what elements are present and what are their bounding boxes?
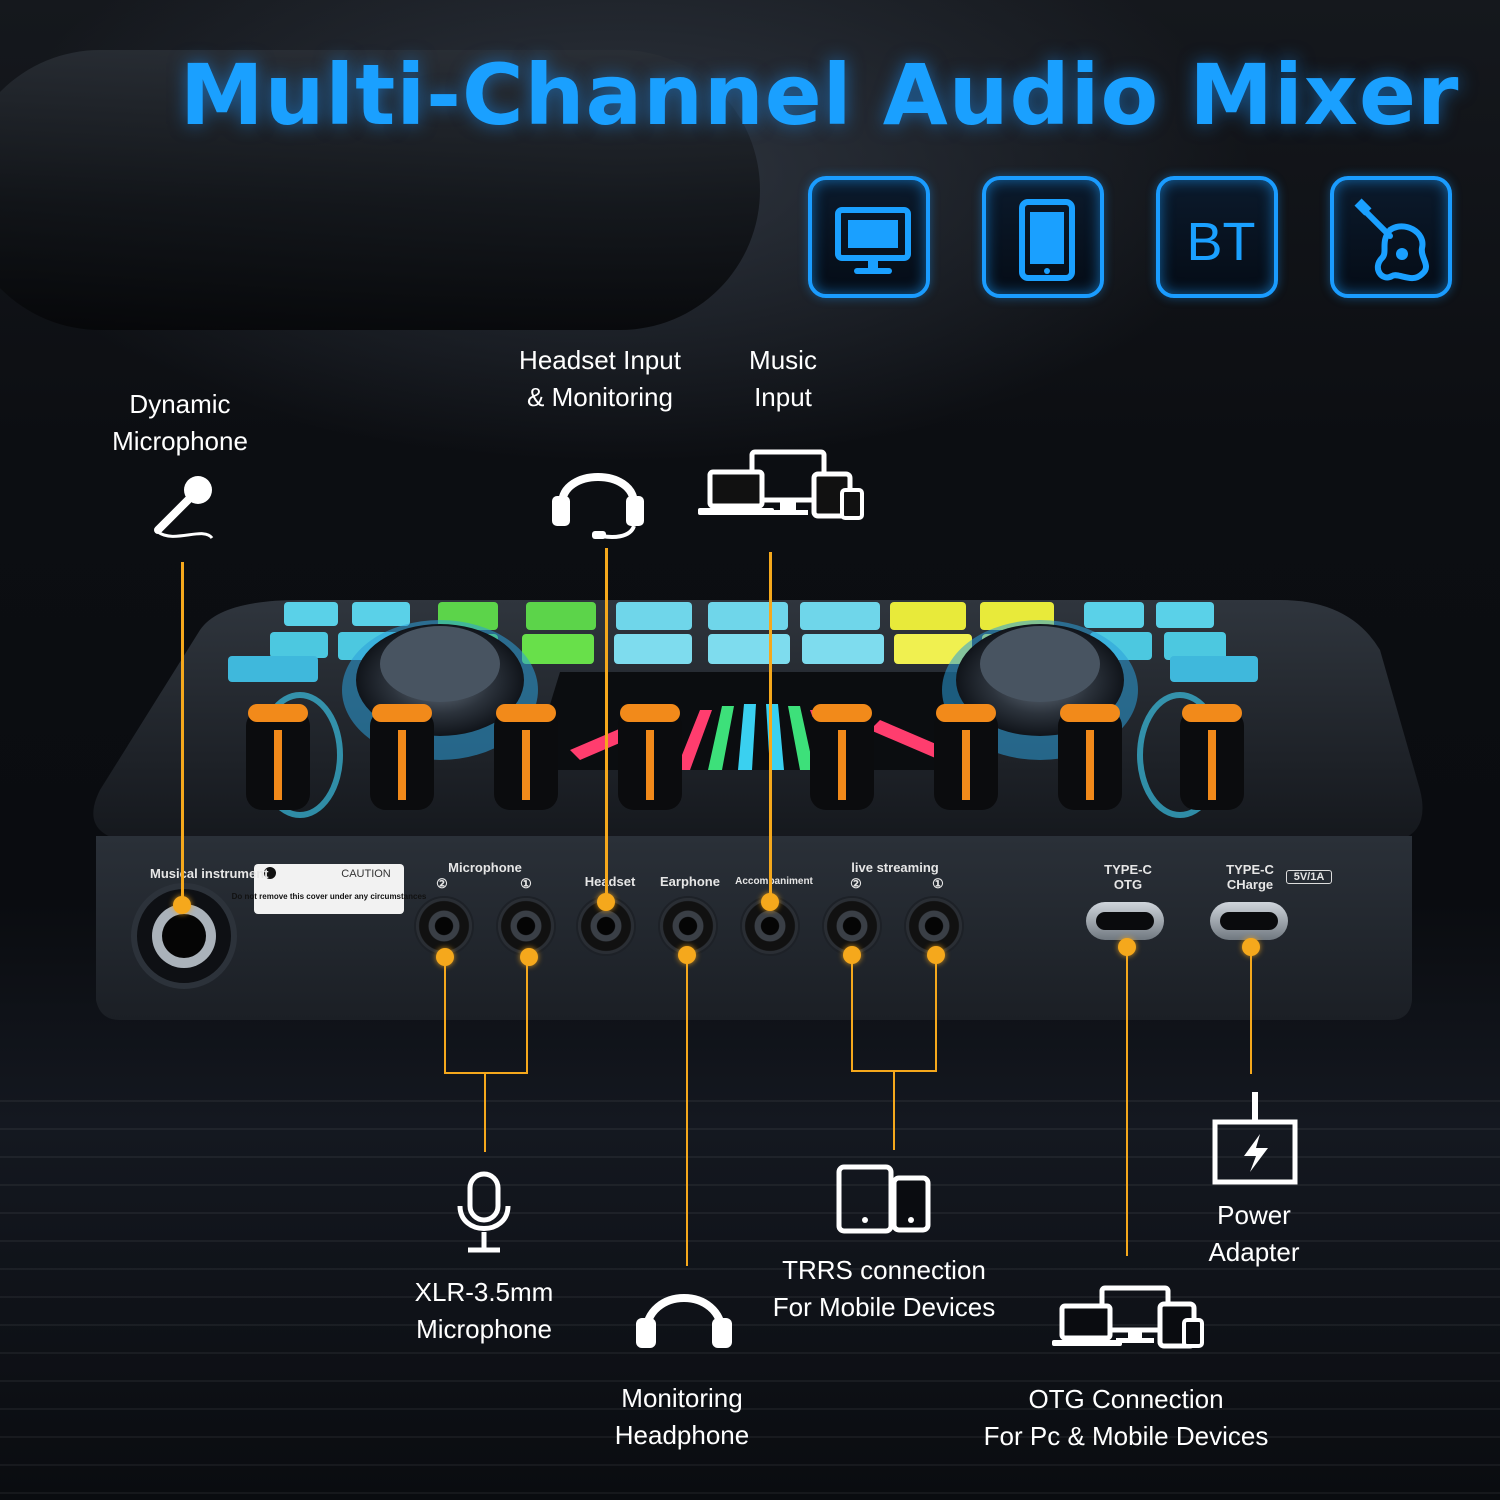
earphone-jack[interactable] [660, 898, 716, 954]
accompaniment-port-label: Accompaniment [735, 876, 813, 887]
mic-2-jack[interactable] [416, 898, 472, 954]
mic-1-jack[interactable] [498, 898, 554, 954]
music-leader-line [769, 552, 772, 898]
svg-text:Do not remove this cover under: Do not remove this cover under any circu… [232, 892, 427, 901]
xlr-microphone-icon [457, 1171, 511, 1253]
power-adapter-icon [1212, 1092, 1298, 1185]
headset-leader-line [605, 548, 608, 898]
earphone-dot [678, 946, 696, 964]
page-title: Multi-Channel Audio Mixer [180, 46, 1460, 144]
typec-charge-label: TYPE-C CHarge [1226, 862, 1274, 892]
typec-otg-label: TYPE-C OTG [1104, 862, 1152, 892]
earphone-port-label: Earphone [660, 874, 720, 889]
microphone-icon [154, 476, 214, 540]
mic-1-dot [520, 948, 538, 966]
accompaniment-dot [761, 893, 779, 911]
floor-reflection [0, 1100, 1500, 1500]
instrument-dot [173, 896, 191, 914]
live-port-2-num: ② [850, 876, 862, 891]
live-2-jack[interactable] [824, 898, 880, 954]
bt-text-icon: BT [1186, 212, 1255, 272]
monitor-icon [835, 207, 911, 274]
otg-devices-icon [1052, 1285, 1204, 1349]
mic-bracket [444, 1072, 528, 1074]
mic-ports-label: Microphone [448, 860, 522, 875]
mic-stem [484, 1072, 486, 1152]
guitar-badge [1330, 176, 1452, 298]
charge-dot [1242, 938, 1260, 956]
headset-label: Headset Input& Monitoring [519, 345, 681, 412]
live-1-jack[interactable] [906, 898, 962, 954]
live-2-dot [843, 946, 861, 964]
tablet-badge [982, 176, 1104, 298]
devices-icon [698, 449, 864, 520]
mobile-devices-icon [836, 1164, 931, 1234]
live-2-line [851, 958, 853, 1072]
earphone-line [686, 958, 688, 1266]
bluetooth-badge: BT [1156, 176, 1278, 298]
mic-2-dot [436, 948, 454, 966]
live-stem [893, 1070, 895, 1150]
otg-line [1126, 950, 1128, 1256]
live-streaming-label: live streaming [851, 860, 939, 875]
typec-otg-port[interactable] [1086, 902, 1164, 940]
mic-1-line [526, 960, 528, 1074]
headset-icon [552, 473, 644, 539]
guitar-icon [1354, 198, 1429, 281]
headset-dot [597, 893, 615, 911]
mic-port-1-num: ① [520, 876, 532, 891]
headphone-icon [636, 1294, 732, 1348]
svg-text:CAUTION: CAUTION [341, 868, 391, 880]
svg-text:BT: BT [1186, 212, 1255, 272]
mixer-body-drawing: CAUTION Do not remove this cover under a… [93, 600, 1423, 1020]
typec-charge-port[interactable] [1210, 902, 1288, 940]
instrument-leader-line [181, 562, 184, 902]
live-port-1-num: ① [932, 876, 944, 891]
mixer-device: CAUTION Do not remove this cover under a… [0, 560, 1500, 1040]
tablet-icon [1019, 199, 1075, 281]
instrument-jack-label: Musical instrument [150, 866, 269, 881]
mic-2-line [444, 960, 446, 1074]
power-rating-badge: 5V/1A [1286, 870, 1332, 884]
charge-line [1250, 950, 1252, 1074]
background-cylinder [0, 50, 760, 330]
live-1-line [935, 958, 937, 1072]
headset-port-label: Headset [584, 874, 636, 889]
monitor-badge [808, 176, 930, 298]
mic-port-2-num: ② [436, 876, 448, 891]
live-1-dot [927, 946, 945, 964]
otg-dot [1118, 938, 1136, 956]
